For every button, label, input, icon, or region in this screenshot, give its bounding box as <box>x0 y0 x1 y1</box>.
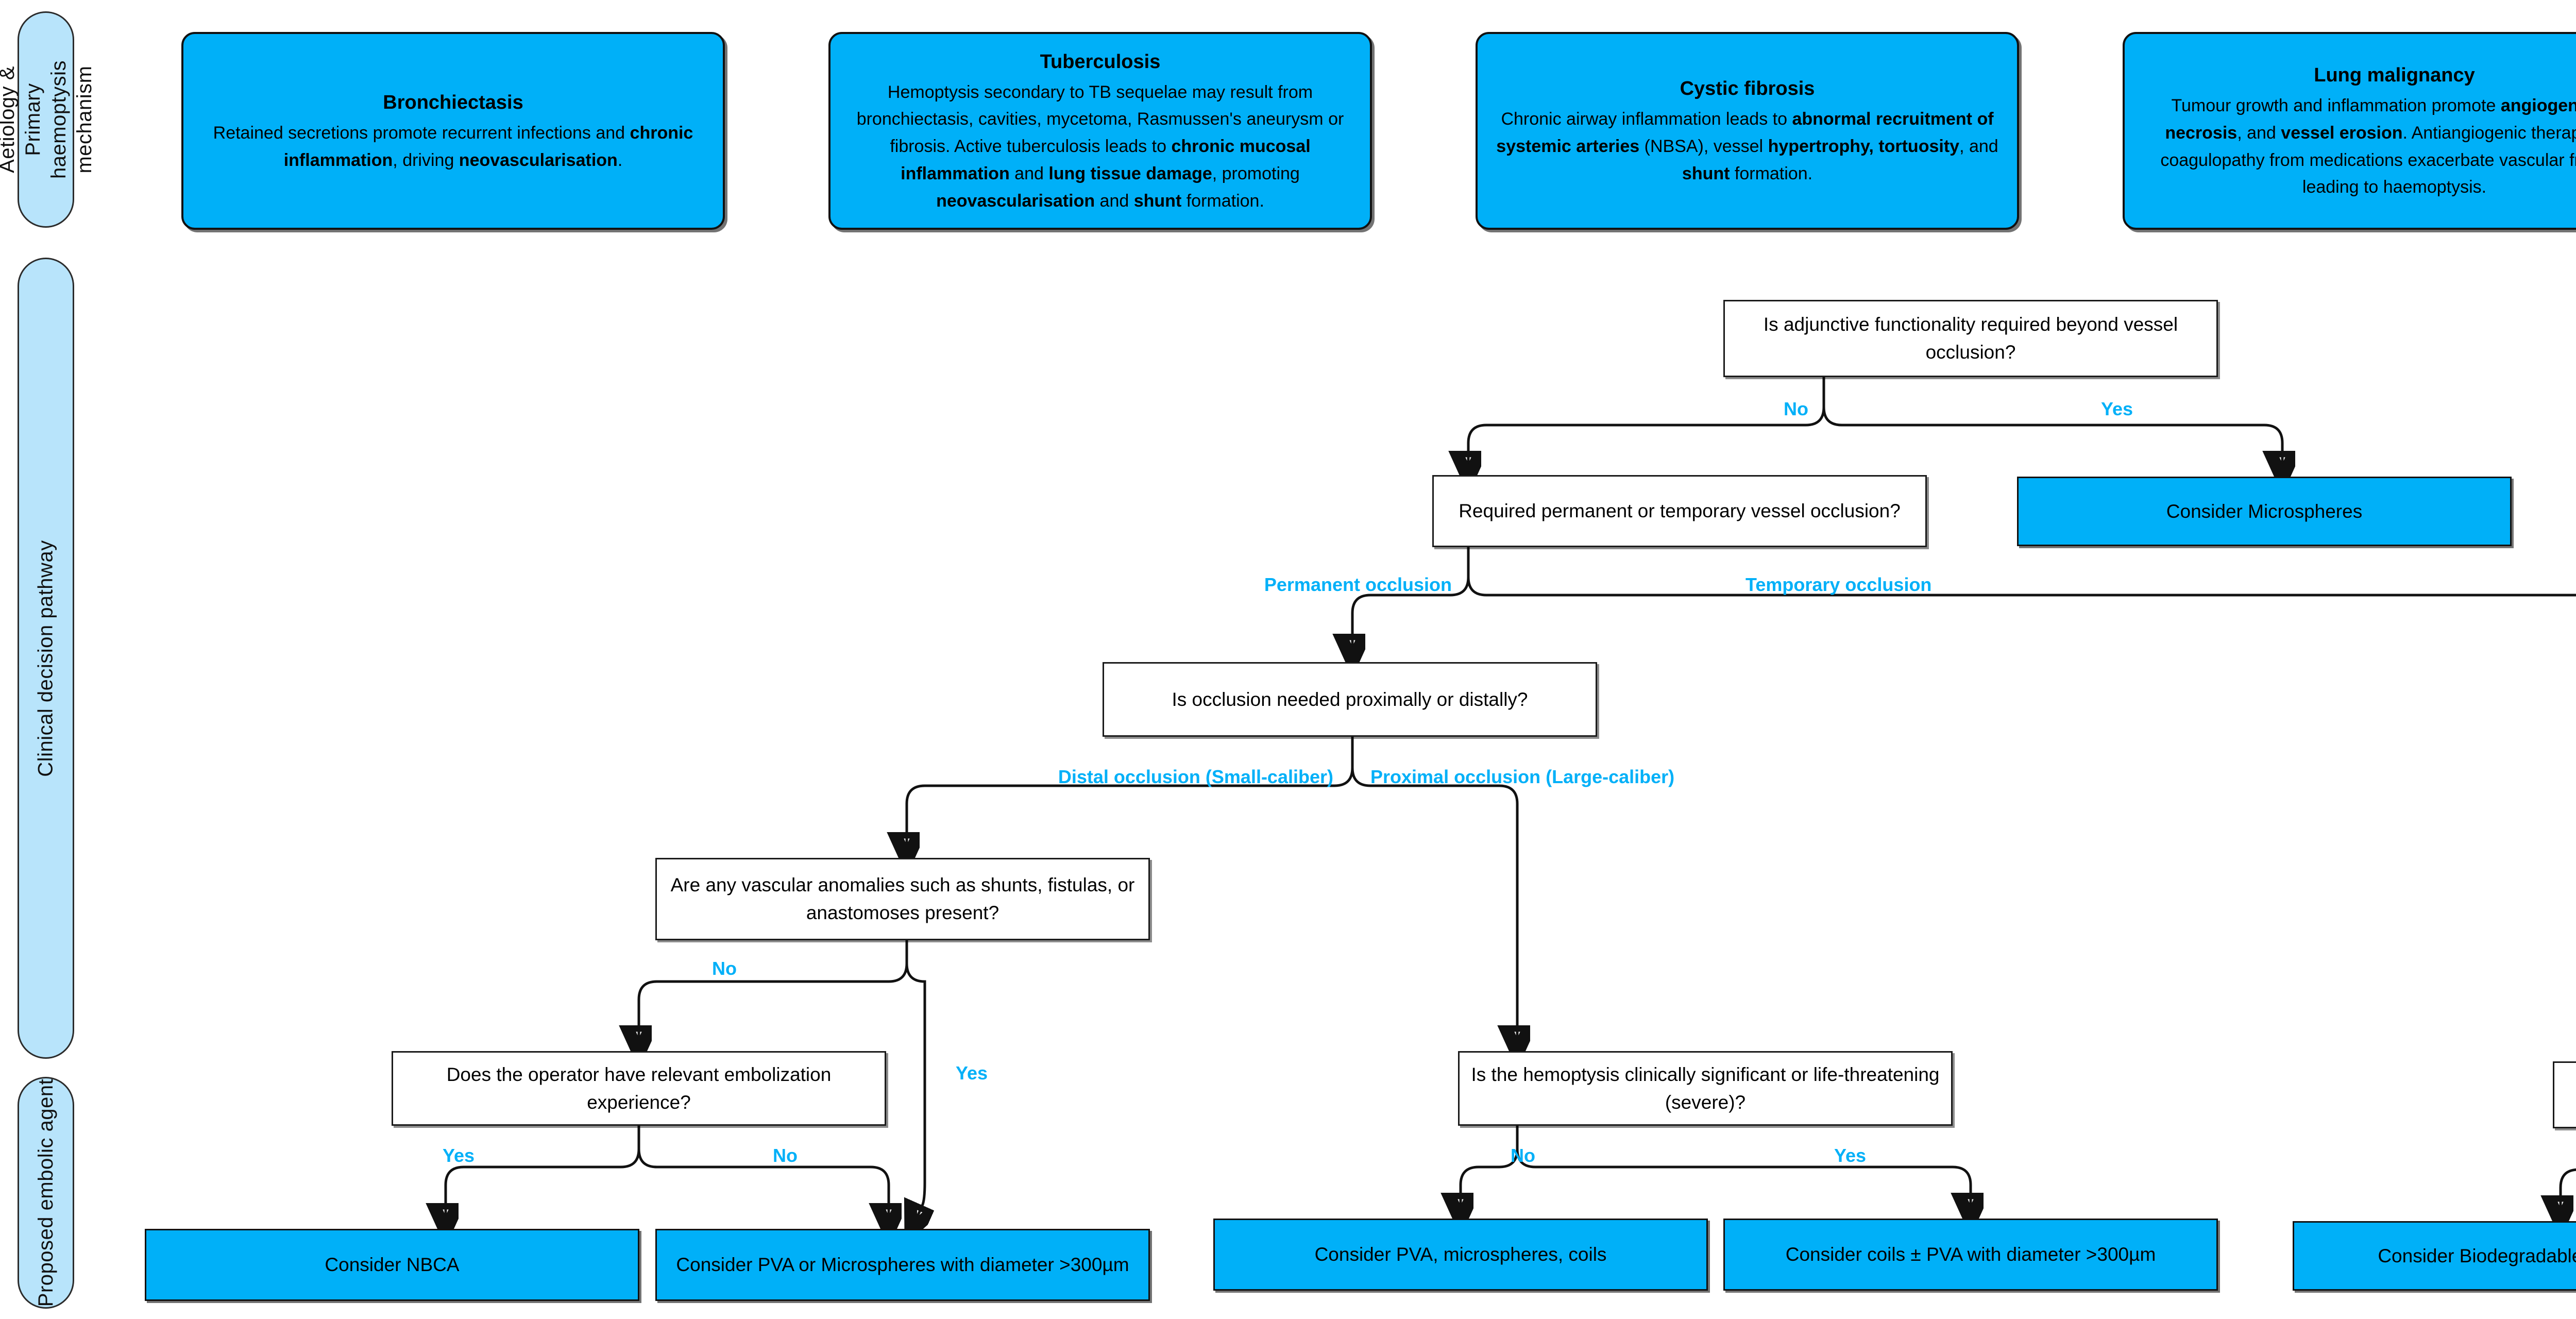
swimlane-aetiology-label: Aetiology & Primary haemoptysis mechanis… <box>0 60 96 179</box>
decision-text: Is adjunctive functionality required bey… <box>1763 314 2178 363</box>
card-body: Retained secretions promote recurrent in… <box>213 123 693 170</box>
edge-label-distal-occlusion: Distal occlusion (Small-caliber) <box>1058 766 1333 787</box>
card-body: Chronic airway inflammation leads to abn… <box>1496 109 1998 183</box>
outcome-box-pva-or-microspheres-300[interactable]: Consider PVA or Microspheres with diamet… <box>655 1229 1150 1301</box>
card-body: Hemoptysis secondary to TB sequelae may … <box>856 82 1344 211</box>
card-body: Tumour growth and inflammation promote a… <box>2160 96 2576 197</box>
swimlane-proposed-embolic-agent: Proposed embolic agent <box>18 1077 74 1309</box>
outcome-box-microspheres[interactable]: Consider Microspheres <box>2017 477 2512 546</box>
decision-text: Does the operator have relevant emboliza… <box>446 1063 832 1113</box>
decision-box-coagulation-preserved[interactable]: Are coagulation mechanisms preserved? <box>2553 1061 2576 1128</box>
decision-box-hemoptysis-severity[interactable]: Is the hemoptysis clinically significant… <box>1458 1051 1953 1126</box>
edge-label-experience-no: No <box>773 1145 798 1166</box>
edge-label-anomalies-no: No <box>712 958 737 979</box>
card-title: Lung malignancy <box>2314 64 2475 87</box>
aetiology-card-lung-malignancy: Lung malignancy Tumour growth and inflam… <box>2123 32 2576 230</box>
edge-label-adjunctive-no: No <box>1784 398 1808 419</box>
decision-box-proximal-or-distal[interactable]: Is occlusion needed proximally or distal… <box>1103 662 1597 737</box>
aetiology-card-tuberculosis: Tuberculosis Hemoptysis secondary to TB … <box>828 32 1372 230</box>
aetiology-card-bronchiectasis: Bronchiectasis Retained secretions promo… <box>181 32 725 230</box>
edge-label-severity-no: No <box>1511 1145 1535 1166</box>
decision-box-adjunctive-functionality[interactable]: Is adjunctive functionality required bey… <box>1723 300 2218 377</box>
outcome-box-nbca[interactable]: Consider NBCA <box>145 1229 639 1301</box>
decision-box-vascular-anomalies[interactable]: Are any vascular anomalies such as shunt… <box>655 858 1150 940</box>
outcome-box-coils-pva-300[interactable]: Consider coils ± PVA with diameter >300µ… <box>1723 1219 2218 1291</box>
card-title: Tuberculosis <box>1040 50 1161 73</box>
decision-text: Is the hemoptysis clinically significant… <box>1471 1063 1940 1113</box>
swimlane-pathway-label: Clinical decision pathway <box>35 539 57 777</box>
outcome-box-biodegradable-microspheres[interactable]: Consider Biodegradable Microspheres <box>2293 1221 2576 1291</box>
decision-box-permanence[interactable]: Required permanent or temporary vessel o… <box>1432 475 1927 547</box>
edge-label-adjunctive-yes: Yes <box>2101 398 2133 419</box>
decision-box-operator-experience[interactable]: Does the operator have relevant emboliza… <box>392 1051 886 1126</box>
edge-label-proximal-occlusion: Proximal occlusion (Large-caliber) <box>1370 766 1675 787</box>
swimlane-aetiology: Aetiology & Primary haemoptysis mechanis… <box>0 11 96 228</box>
aetiology-card-cystic-fibrosis: Cystic fibrosis Chronic airway inflammat… <box>1476 32 2019 230</box>
outcome-text: Consider NBCA <box>325 1254 460 1276</box>
edge-label-anomalies-yes: Yes <box>956 1062 988 1084</box>
outcome-text: Consider PVA or Microspheres with diamet… <box>676 1254 1129 1276</box>
swimlane-clinical-decision-pathway: Clinical decision pathway <box>18 258 74 1059</box>
edge-label-temporary-occlusion: Temporary occlusion <box>1745 574 1932 595</box>
edge-label-experience-yes: Yes <box>442 1145 475 1166</box>
card-title: Cystic fibrosis <box>1680 78 1815 100</box>
outcome-text: Consider coils ± PVA with diameter >300µ… <box>1785 1244 2156 1265</box>
outcome-text: Consider Biodegradable Microspheres <box>2378 1245 2576 1266</box>
decision-text: Is occlusion needed proximally or distal… <box>1172 688 1528 710</box>
outcome-box-pva-microspheres-coils[interactable]: Consider PVA, microspheres, coils <box>1213 1219 1708 1291</box>
decision-text: Required permanent or temporary vessel o… <box>1459 500 1901 522</box>
decision-text: Are any vascular anomalies such as shunt… <box>670 874 1135 923</box>
edge-label-permanent-occlusion: Permanent occlusion <box>1264 574 1452 595</box>
outcome-text: Consider PVA, microspheres, coils <box>1314 1244 1607 1265</box>
swimlane-agent-label: Proposed embolic agent <box>35 1078 58 1307</box>
edge-label-severity-yes: Yes <box>1834 1145 1867 1166</box>
outcome-text: Consider Microspheres <box>2166 500 2363 522</box>
card-title: Bronchiectasis <box>383 91 523 113</box>
